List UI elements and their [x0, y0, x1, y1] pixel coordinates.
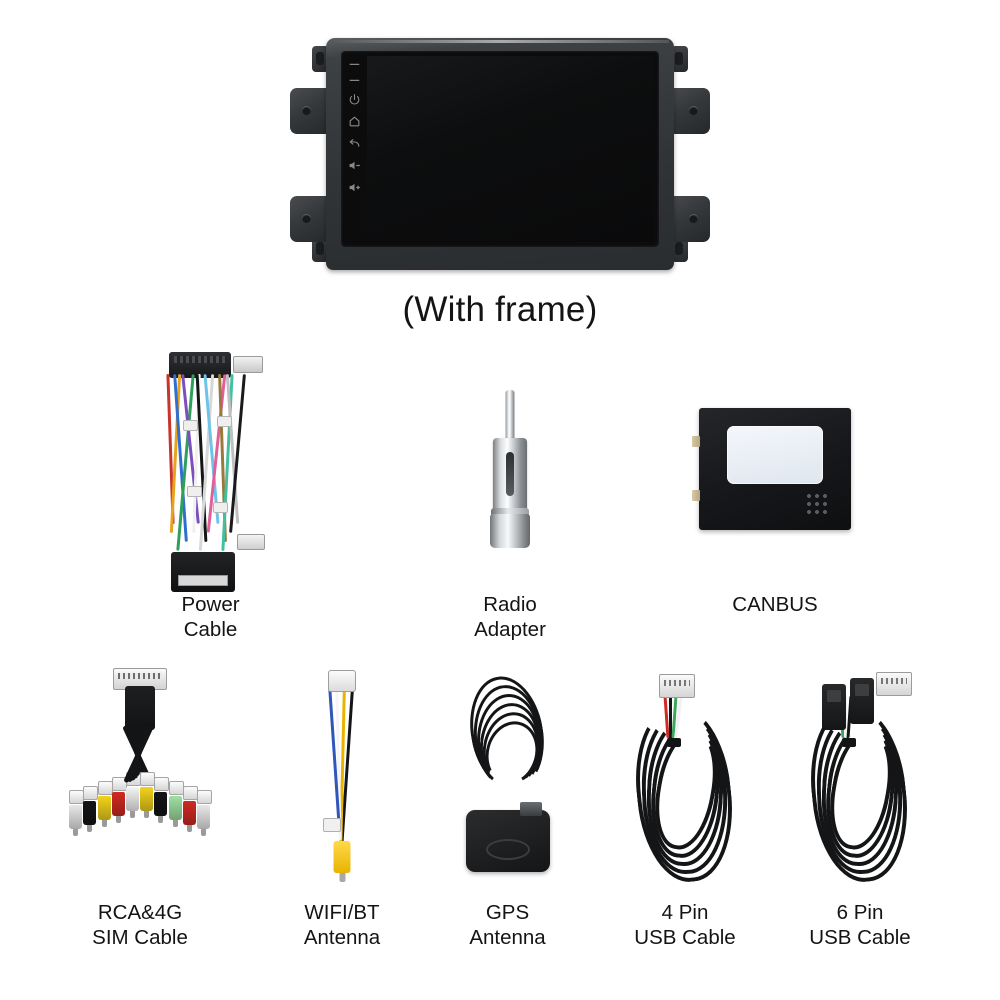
- rca-connector-fan: [65, 724, 213, 837]
- antenna-rca-connector: [333, 841, 351, 882]
- harness-wire-bundle: [165, 373, 247, 556]
- harness-connector-aux: [232, 356, 263, 373]
- canbus-product-label: [727, 426, 823, 484]
- accessory-4pin-usb-cable: 4 Pin USB Cable: [600, 660, 770, 950]
- accessory-label: 6 Pin USB Cable: [809, 901, 911, 949]
- harness-connector-top: [168, 352, 231, 378]
- accessory-row-middle: Power Cable Radio Adapter: [0, 352, 1000, 652]
- usb-a-connector: [822, 684, 846, 730]
- antenna-pin: [505, 390, 515, 442]
- adapter-slot: [506, 452, 514, 496]
- usb-6pin-connector: [876, 672, 912, 696]
- canbus-illustration: [692, 352, 851, 592]
- power-cable-illustration: [141, 352, 281, 592]
- harness-connector-small: [236, 534, 265, 550]
- harness-connector-bottom: [170, 552, 235, 592]
- volume-up-icon[interactable]: [348, 181, 361, 194]
- rca-connector: [154, 776, 170, 823]
- adapter-body: [493, 438, 527, 516]
- accessory-label: Radio Adapter: [474, 593, 546, 641]
- usb-a-connector: [850, 678, 874, 724]
- mounting-tab-bottom-left: [312, 236, 329, 262]
- cable-clip: [323, 818, 341, 832]
- gps-antenna-illustration: [438, 660, 578, 900]
- gps-antenna-puck: [465, 802, 550, 872]
- usb-lead-wire: [669, 696, 672, 738]
- hero-caption: (With frame): [402, 290, 598, 329]
- volume-down-icon[interactable]: [348, 159, 361, 172]
- dash-frame-bezel: [326, 38, 674, 270]
- indicator-bar-icon: [348, 77, 361, 84]
- adapter-ring: [491, 508, 529, 517]
- cable-tie: [182, 420, 198, 431]
- cable-tie: [842, 738, 856, 747]
- rca-connector: [69, 790, 85, 837]
- rca-connector: [111, 776, 127, 823]
- cable-tie: [212, 502, 228, 513]
- rca-connector: [97, 781, 113, 828]
- radio-adapter-illustration: [465, 352, 555, 592]
- usb-4pin-connector: [659, 674, 695, 698]
- indicator-bar-icon: [348, 61, 361, 68]
- accessory-wifi-bt-antenna: WIFI/BT Antenna: [262, 660, 422, 950]
- mounting-tab-bottom-right: [671, 236, 688, 262]
- car-stereo-head-unit: [290, 28, 710, 278]
- accessory-radio-adapter: Radio Adapter: [420, 352, 600, 642]
- touchscreen-display[interactable]: [367, 56, 653, 242]
- rca-cable-sheath: [125, 686, 155, 730]
- gps-brand-logo: [485, 839, 530, 860]
- accessory-canbus: CANBUS: [675, 352, 875, 617]
- canbus-vent-grille: [805, 492, 829, 516]
- canbus-box: [692, 408, 851, 530]
- accessory-power-cable: Power Cable: [118, 352, 303, 642]
- canbus-mount-ear: [692, 490, 700, 501]
- rca-connector: [168, 781, 184, 828]
- rca-connector: [140, 772, 156, 819]
- accessory-gps-antenna: GPS Antenna: [425, 660, 590, 950]
- canbus-mount-ear: [692, 436, 700, 447]
- rca-cable-header-connector: [113, 668, 167, 690]
- adapter-base: [490, 514, 530, 548]
- side-button-strip: [341, 51, 367, 247]
- rca-cable-illustration: [60, 660, 220, 900]
- cable-tie: [186, 486, 202, 497]
- rca-connector: [83, 785, 99, 832]
- head-unit-hero: (With frame): [0, 0, 1000, 345]
- cable-tie: [216, 416, 232, 427]
- wifi-bt-antenna-illustration: [297, 660, 387, 900]
- accessory-label: Power Cable: [181, 593, 240, 641]
- display-panel: [341, 51, 659, 247]
- accessory-label: 4 Pin USB Cable: [634, 901, 736, 949]
- accessory-6pin-usb-cable: 6 Pin USB Cable: [775, 660, 945, 950]
- usb4-cable-illustration: [625, 660, 745, 900]
- accessory-rca-4g-sim-cable: RCA&4G SIM Cable: [50, 660, 230, 950]
- rca-connector: [196, 790, 212, 837]
- gps-cable-coil: [443, 670, 573, 812]
- usb6-cable-illustration: [800, 660, 920, 900]
- mounting-tab-top-left: [312, 46, 329, 72]
- back-icon[interactable]: [348, 137, 361, 150]
- antenna-plug-housing: [328, 670, 356, 692]
- accessory-row-bottom: RCA&4G SIM Cable WIFI/BT Antenna: [0, 660, 1000, 970]
- accessory-label: CANBUS: [732, 593, 818, 616]
- gps-connector: [519, 802, 542, 816]
- rca-connector: [182, 785, 198, 832]
- gps-cable-loop: [476, 694, 541, 788]
- power-icon[interactable]: [348, 93, 361, 106]
- accessory-label: GPS Antenna: [469, 901, 546, 949]
- accessory-label: WIFI/BT Antenna: [303, 901, 381, 949]
- cable-tie: [667, 738, 681, 747]
- home-icon[interactable]: [348, 115, 361, 128]
- accessory-label: RCA&4G SIM Cable: [92, 901, 188, 949]
- mounting-tab-top-right: [671, 46, 688, 72]
